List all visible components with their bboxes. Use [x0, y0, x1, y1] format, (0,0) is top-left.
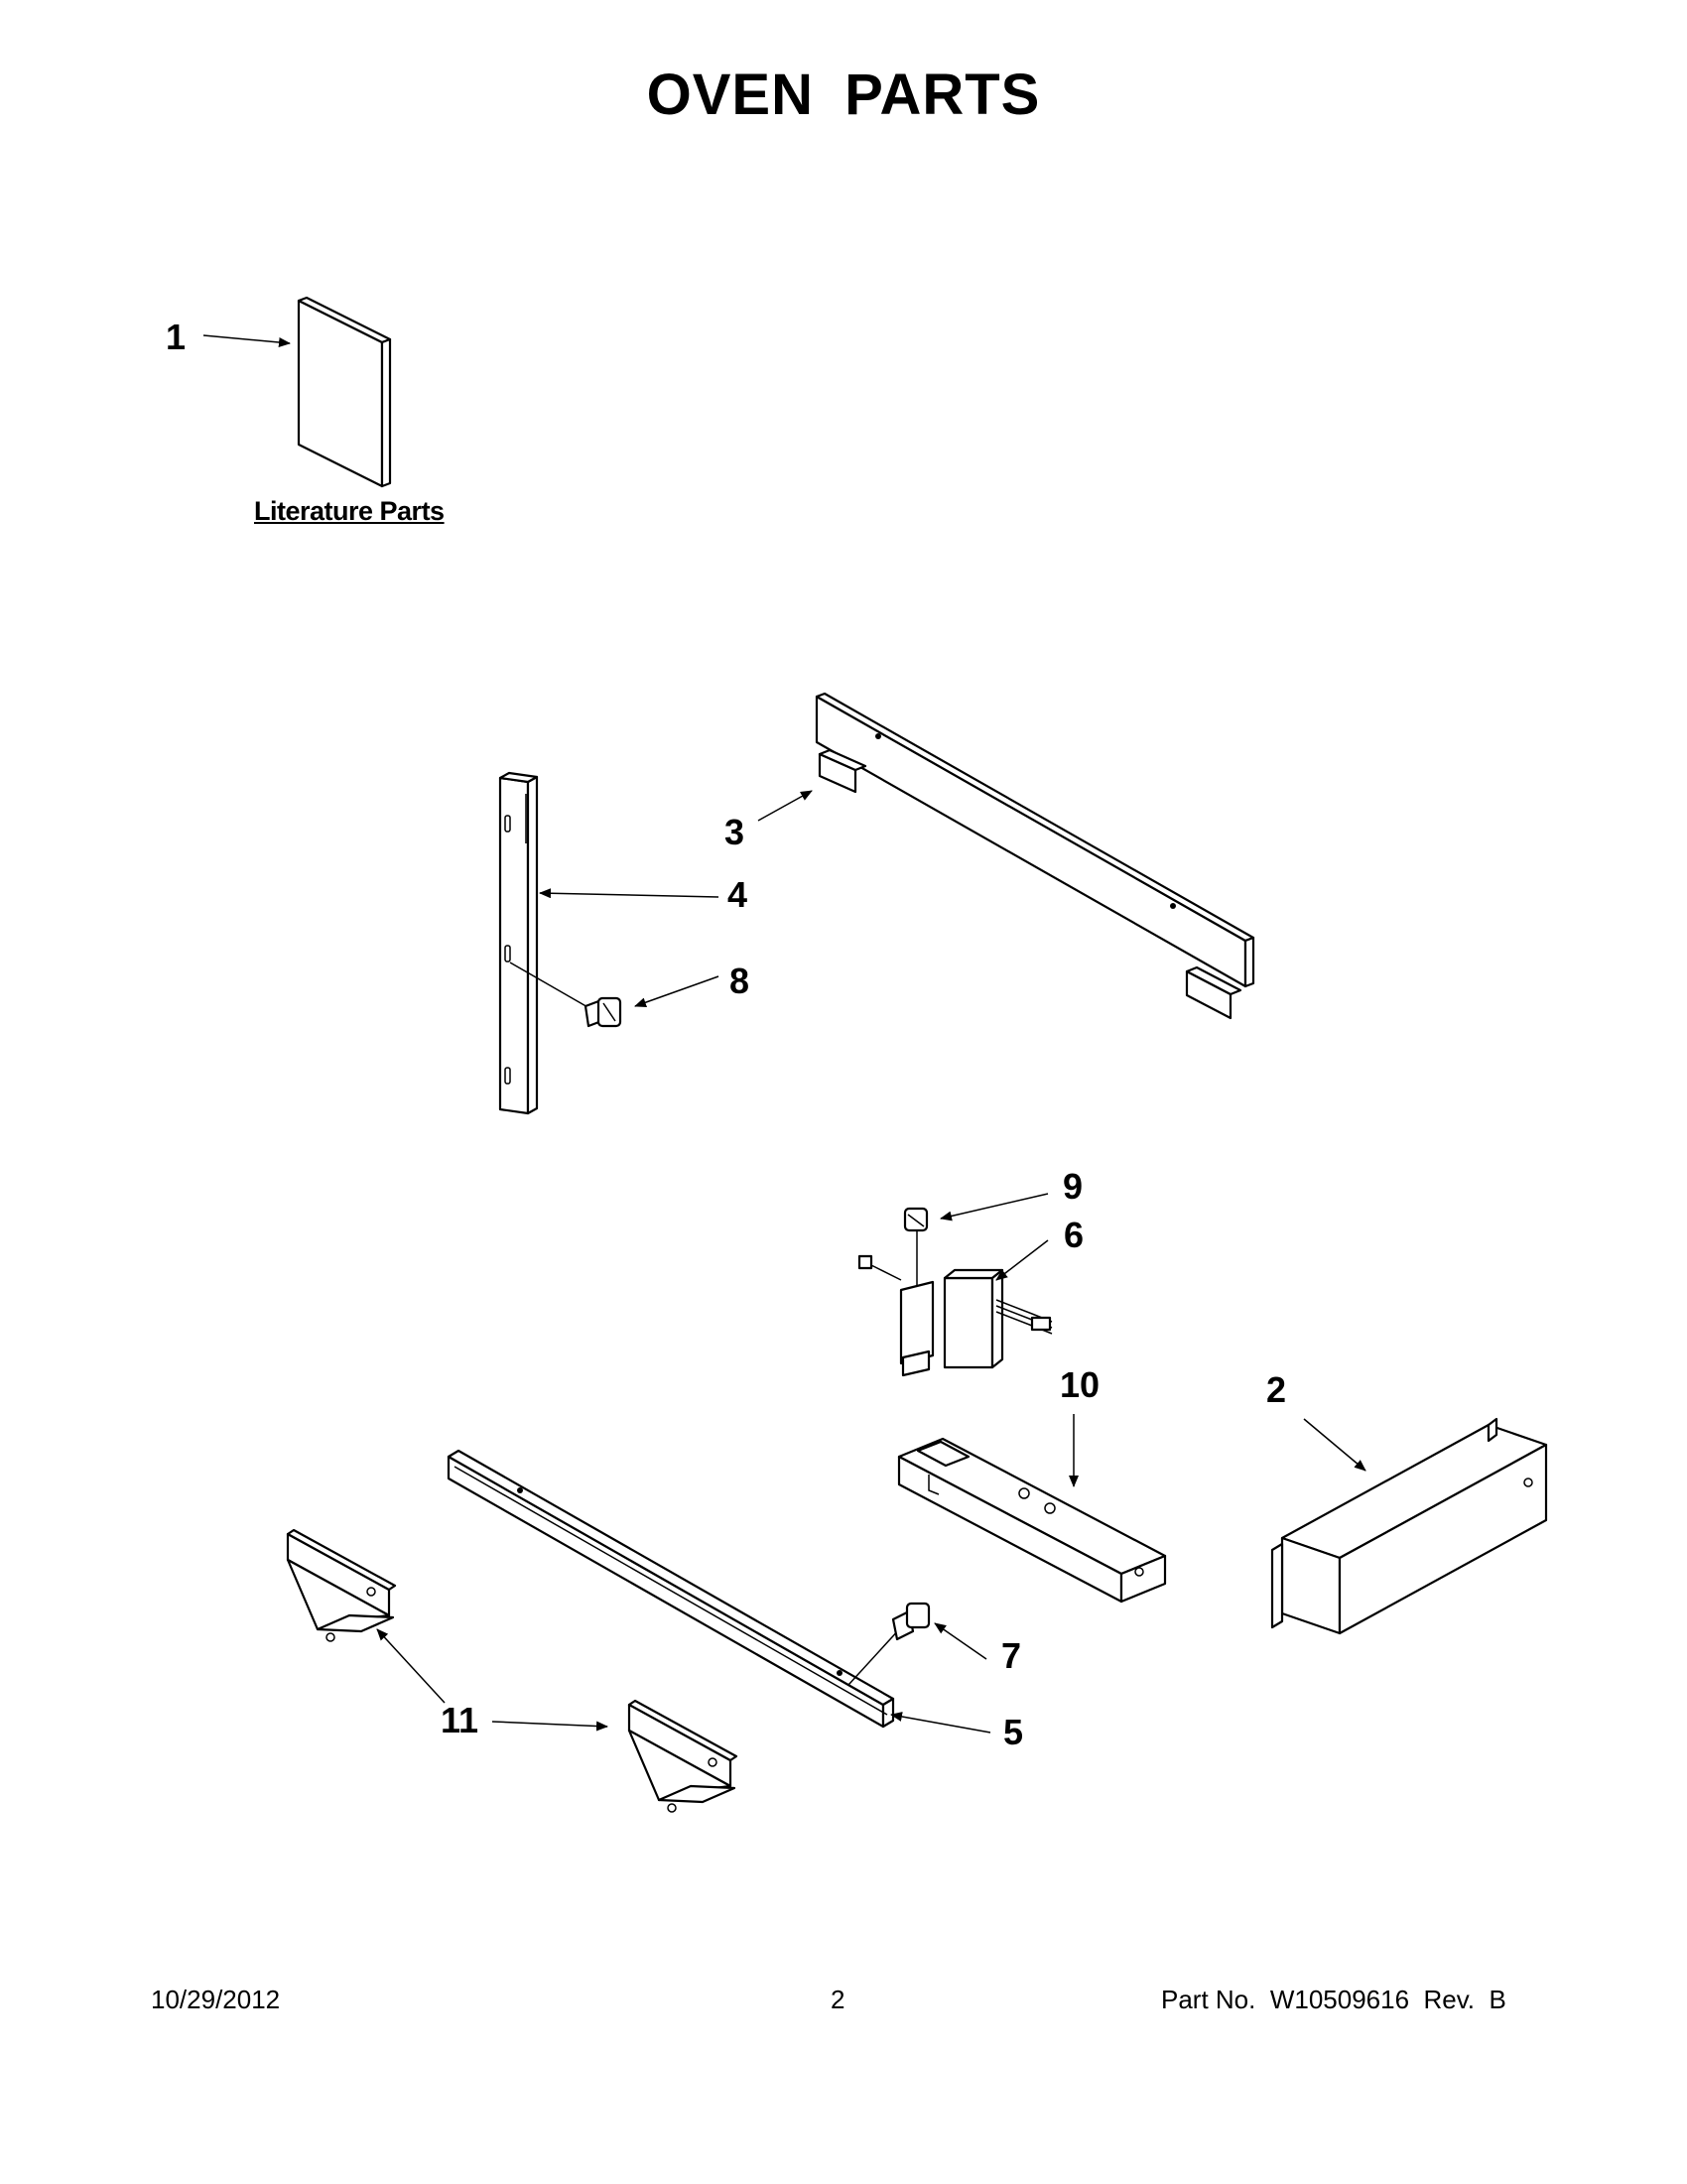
- leader-11a: [376, 1628, 446, 1704]
- footer-date: 10/29/2012: [151, 1985, 281, 2014]
- leader-3: [757, 790, 813, 822]
- callout-2: 2: [1266, 1369, 1287, 1410]
- part-8-screw: [509, 962, 622, 1028]
- part-11-bracket-b: [627, 1699, 738, 1813]
- footer-part-number: Part No. W10509616 Rev. B: [1161, 1985, 1506, 2014]
- part-7-screw: [847, 1602, 931, 1686]
- callout-6: 6: [1064, 1215, 1085, 1255]
- callout-4: 4: [727, 874, 748, 915]
- part-10-housing: [897, 1437, 1167, 1604]
- leader-1: [202, 334, 291, 347]
- literature-parts-label: Literature Parts: [254, 496, 445, 526]
- part-4-side-bracket: [498, 771, 539, 1115]
- callout-7: 7: [1001, 1635, 1022, 1676]
- page-title: OVEN PARTS: [646, 63, 1041, 127]
- leader-5: [890, 1712, 991, 1734]
- callout-10: 10: [1060, 1364, 1101, 1405]
- callout-9: 9: [1063, 1166, 1084, 1207]
- callout-3: 3: [724, 812, 745, 852]
- callout-8: 8: [729, 961, 750, 1001]
- part-5-channel: [447, 1449, 895, 1729]
- leader-9: [940, 1193, 1049, 1221]
- leader-8: [634, 975, 719, 1008]
- callout-1: 1: [166, 317, 187, 357]
- part-6-transformer: [857, 1254, 1053, 1377]
- part-1-literature-booklet: [297, 296, 392, 488]
- callout-11: 11: [441, 1700, 479, 1740]
- part-3-rear-bracket: [815, 692, 1255, 1020]
- leader-11b: [491, 1721, 608, 1732]
- callout-5: 5: [1003, 1712, 1024, 1752]
- footer-page-number: 2: [831, 1985, 845, 2014]
- leader-7: [934, 1622, 987, 1660]
- leader-4: [539, 888, 719, 899]
- leader-6: [995, 1239, 1049, 1281]
- part-11-bracket-a: [286, 1528, 397, 1642]
- part-2-cover-box: [1270, 1417, 1548, 1635]
- leader-2: [1303, 1418, 1366, 1472]
